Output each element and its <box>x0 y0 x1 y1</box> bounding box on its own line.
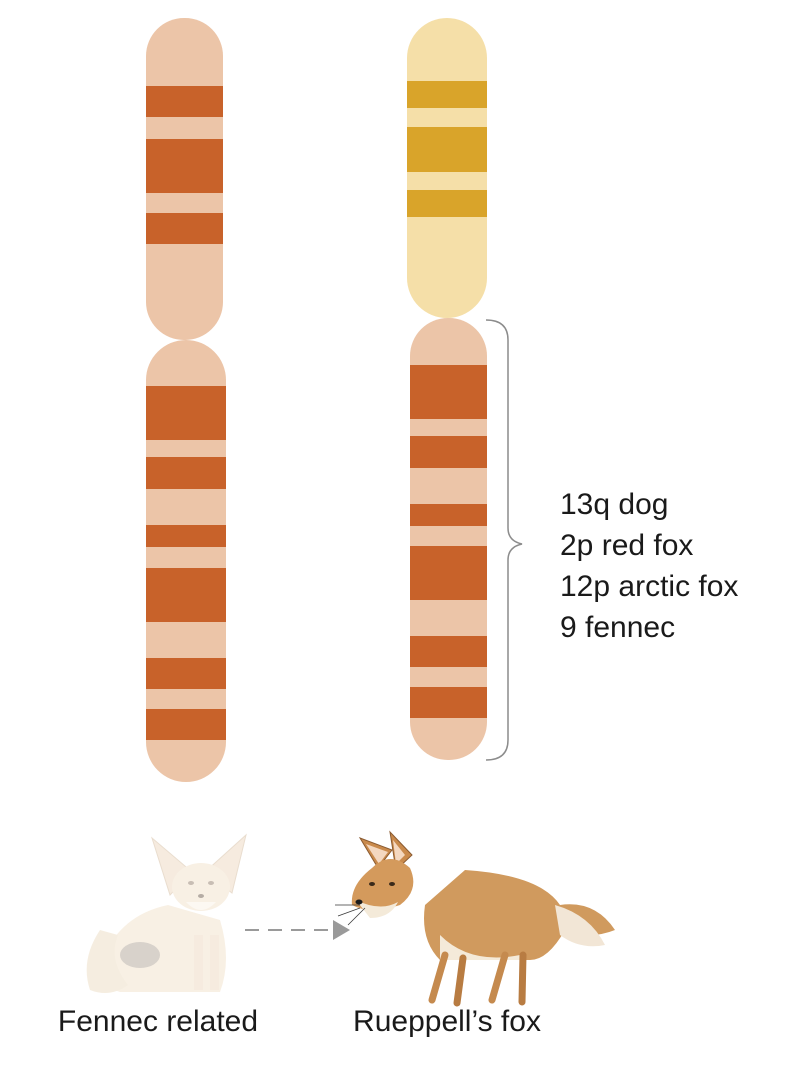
chromosome-band <box>146 213 223 244</box>
chromosome-band <box>146 86 223 117</box>
right-chromosome-upper-arm <box>407 18 487 318</box>
transition-arrow <box>245 920 350 940</box>
arrow-head <box>333 920 350 940</box>
right-chromosome <box>407 18 487 760</box>
left-chromosome-lower-arm <box>146 340 226 782</box>
fennec-fox-faded-icon <box>86 833 247 994</box>
left-chromosome <box>146 18 226 782</box>
right-chromosome-lower-arm <box>410 318 487 760</box>
rueppells-fox-icon <box>335 830 615 1007</box>
chromosome-band <box>146 658 226 689</box>
homology-labels: 13q dog 2p red fox 12p arctic fox 9 fenn… <box>560 488 738 644</box>
chromosome-band <box>146 525 226 547</box>
chromosome-band <box>410 504 487 526</box>
chromosome-band <box>410 365 487 419</box>
homology-label-fennec: 9 fennec <box>560 611 675 644</box>
homology-label-arctic-fox: 12p arctic fox <box>560 570 738 603</box>
chromosome-band <box>407 127 487 172</box>
chromosome-band <box>410 546 487 600</box>
chromosome-band <box>146 139 223 193</box>
chromosome-band <box>410 636 487 667</box>
left-chromosome-upper-arm <box>146 18 223 340</box>
rueppells-fox-label: Rueppell’s fox <box>353 1005 541 1038</box>
chromosome-band <box>146 709 226 740</box>
chromosome-band <box>410 436 487 468</box>
chromosome-band <box>146 568 226 622</box>
chromosome-band <box>407 81 487 108</box>
chromosome-band <box>410 687 487 718</box>
fennec-related-label: Fennec related <box>58 1005 258 1038</box>
chromosome-band <box>146 386 226 440</box>
homology-bracket <box>485 319 523 761</box>
homology-label-dog: 13q dog <box>560 488 668 521</box>
homology-label-red-fox: 2p red fox <box>560 529 693 562</box>
chromosome-band <box>407 190 487 217</box>
chromosome-band <box>146 457 226 489</box>
